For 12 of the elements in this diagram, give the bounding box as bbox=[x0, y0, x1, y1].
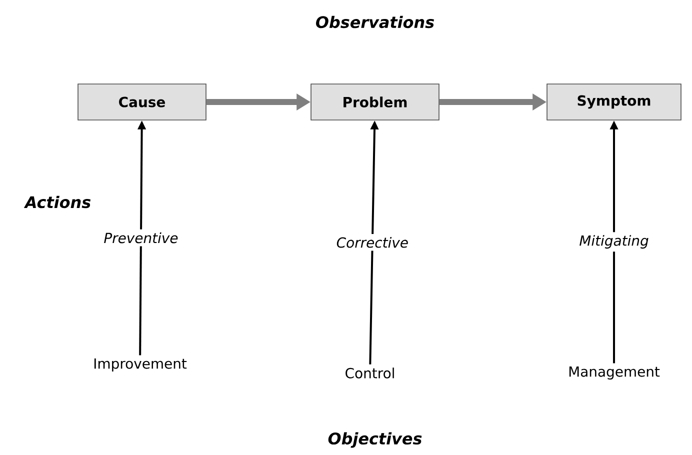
heading: Objectives bbox=[328, 432, 422, 448]
objective-text: Improvement bbox=[94, 358, 187, 372]
objective-text: Control bbox=[346, 368, 394, 378]
process-box: Cause bbox=[78, 84, 206, 120]
process-box: Problem bbox=[310, 84, 440, 120]
edge-label: Corrective bbox=[333, 234, 412, 251]
objective-text: Management bbox=[569, 366, 660, 380]
heading: Actions bbox=[24, 196, 91, 208]
heading: Observations bbox=[316, 16, 434, 28]
edge-label: Mitigating bbox=[576, 232, 652, 252]
edge-label: Preventive bbox=[100, 229, 182, 246]
process-box: Symptom bbox=[546, 84, 682, 120]
